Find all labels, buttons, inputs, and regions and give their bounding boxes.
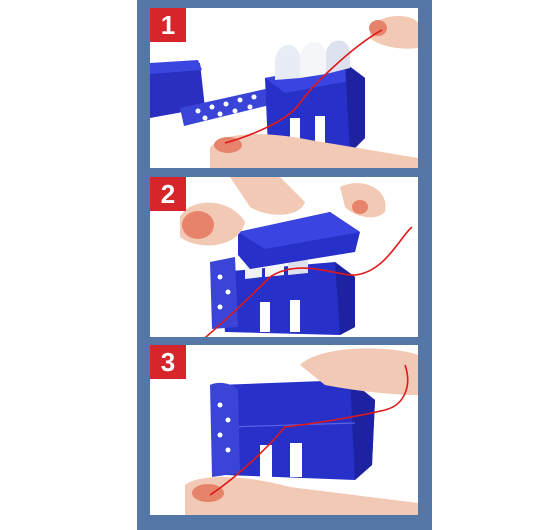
step-3-panel: 3 — [150, 345, 418, 515]
step-1-panel: 1 — [150, 8, 418, 168]
step-3-illustration — [150, 345, 418, 515]
step-2-badge: 2 — [150, 177, 186, 211]
step-1-badge: 1 — [150, 8, 186, 42]
step-1-illustration — [150, 8, 418, 168]
step-2-panel: 2 — [150, 177, 418, 337]
step-2-illustration — [150, 177, 418, 337]
step-3-badge: 3 — [150, 345, 186, 379]
